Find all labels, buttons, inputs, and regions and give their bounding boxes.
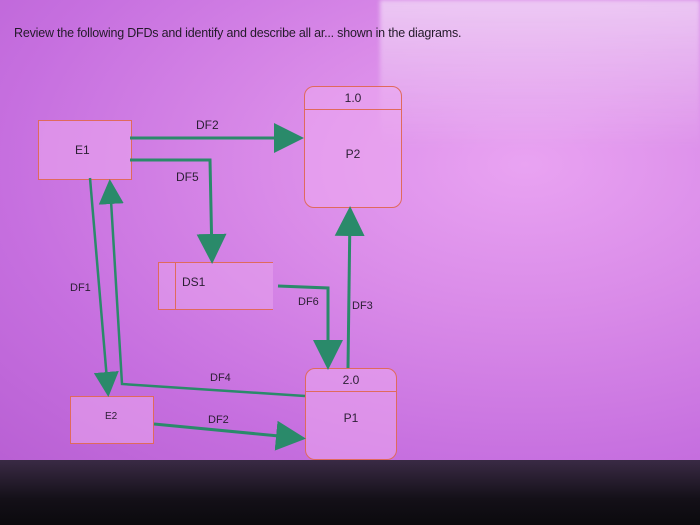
process-p2-name: P2 xyxy=(345,147,361,161)
entity-e1-box: E1 xyxy=(38,120,132,180)
process-p1-id: 2.0 xyxy=(306,369,396,392)
flow-df2-top-label: DF2 xyxy=(196,118,219,132)
flow-df1 xyxy=(88,177,119,397)
flow-df3-label: DF3 xyxy=(352,300,373,312)
process-p2-id: 1.0 xyxy=(305,87,401,110)
flow-df6-label: DF6 xyxy=(298,296,319,308)
datastore-ds1-label: DS1 xyxy=(182,275,206,289)
process-p2: 1.0 P2 xyxy=(304,86,402,208)
flow-df2-bottom-label: DF2 xyxy=(208,414,229,426)
entity-e1-label: E1 xyxy=(75,143,90,157)
monitor-bezel xyxy=(0,460,700,525)
flow-df1-label: DF1 xyxy=(70,282,91,294)
datastore-ds1-id-cell xyxy=(158,263,176,309)
flow-df2-bottom xyxy=(153,420,306,451)
flow-df4 xyxy=(98,179,306,398)
entity-e2-label: E2 xyxy=(105,411,118,422)
process-p1: 2.0 P1 xyxy=(305,368,397,460)
monitor-screen: Review the following DFDs and identify a… xyxy=(0,0,700,470)
flow-df3 xyxy=(334,206,365,369)
datastore-ds1: DS1 xyxy=(158,262,273,310)
question-heading: Review the following DFDs and identify a… xyxy=(14,26,462,40)
flow-df5 xyxy=(130,158,227,264)
flow-df4-label: DF4 xyxy=(210,372,231,384)
flow-df6 xyxy=(277,284,343,370)
process-p1-name: P1 xyxy=(343,411,359,425)
window-glare xyxy=(380,0,700,150)
flow-arrows xyxy=(88,123,365,451)
flow-df5-label: DF5 xyxy=(176,170,199,184)
